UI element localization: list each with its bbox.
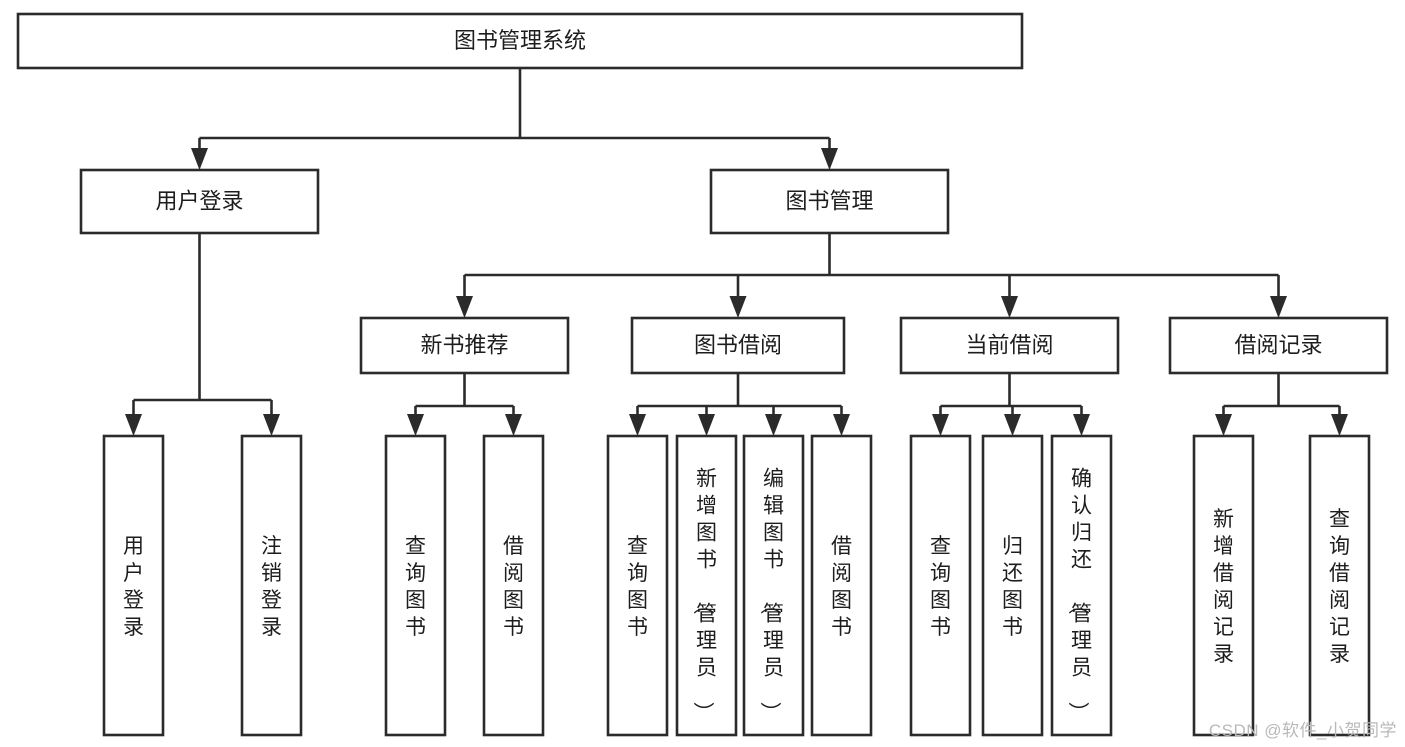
node-box [482, 434, 545, 737]
node-label: 用户登录 [123, 535, 144, 639]
node-borrow[interactable]: 图书借阅 [630, 316, 846, 375]
node-label: 借阅图书 [503, 535, 524, 639]
node-box [102, 434, 165, 737]
node-label: 图书管理系统 [454, 28, 586, 53]
arrow-head-icon [729, 296, 747, 318]
node-box [240, 434, 303, 737]
node-box [909, 434, 972, 737]
arrow-head-icon [1331, 414, 1348, 436]
node-box [810, 434, 873, 737]
node-label: 新书推荐 [420, 332, 508, 357]
node-leaf-user-logout[interactable]: 注销登录 [240, 434, 303, 737]
node-box [384, 434, 447, 737]
node-box [630, 316, 846, 375]
node-layer: 图书管理系统用户登录图书管理新书推荐图书借阅当前借阅借阅记录用户登录注销登录查询… [16, 12, 1389, 737]
node-box [675, 434, 738, 737]
connector-layer [125, 68, 1348, 436]
node-box [981, 434, 1044, 737]
node-box [79, 168, 320, 235]
arrow-head-icon [821, 148, 838, 170]
arrow-head-icon [263, 414, 280, 436]
node-box [1168, 316, 1389, 375]
node-label: 编辑图书（管理员） [758, 468, 784, 723]
node-label: 新增借阅记录 [1213, 508, 1234, 666]
arrow-head-icon [1073, 414, 1090, 436]
node-leaf-borrow-book-1[interactable]: 借阅图书 [482, 434, 545, 737]
node-label: 图书借阅 [694, 332, 782, 357]
node-record[interactable]: 借阅记录 [1168, 316, 1389, 375]
node-label: 图书管理 [785, 188, 873, 213]
node-box [1192, 434, 1255, 737]
node-label: 用户登录 [155, 188, 243, 213]
node-leaf-return-book[interactable]: 归还图书 [981, 434, 1044, 737]
node-label: 新增图书（管理员） [691, 468, 717, 723]
connector-group [1215, 373, 1348, 436]
node-login[interactable]: 用户登录 [79, 168, 320, 235]
connector-group [407, 373, 522, 436]
arrow-head-icon [1270, 296, 1287, 318]
arrow-head-icon [1215, 414, 1232, 436]
node-label: 借阅记录 [1234, 332, 1322, 357]
arrow-head-icon [1001, 296, 1018, 318]
node-label: 归还图书 [1002, 535, 1023, 639]
node-current[interactable]: 当前借阅 [899, 316, 1120, 375]
node-box [359, 316, 570, 375]
node-newbook[interactable]: 新书推荐 [359, 316, 570, 375]
connector-group [191, 68, 838, 170]
arrow-head-icon [191, 148, 208, 170]
node-label: 查询图书 [930, 535, 951, 639]
node-box [606, 434, 669, 737]
node-box [742, 434, 805, 737]
node-leaf-query-book-2[interactable]: 查询图书 [606, 434, 669, 737]
arrow-head-icon [1004, 414, 1021, 436]
node-root[interactable]: 图书管理系统 [16, 12, 1024, 70]
arrow-head-icon [125, 414, 142, 436]
node-label: 当前借阅 [965, 332, 1053, 357]
arrow-head-icon [407, 414, 424, 436]
arrow-head-icon [932, 414, 949, 436]
arrow-head-icon [505, 414, 522, 436]
node-label: 确认归还（管理员） [1066, 468, 1092, 723]
node-leaf-confirm-ret[interactable]: 确认归还（管理员） [1050, 434, 1113, 737]
node-leaf-query-book-1[interactable]: 查询图书 [384, 434, 447, 737]
node-leaf-query-book-3[interactable]: 查询图书 [909, 434, 972, 737]
node-leaf-add-book[interactable]: 新增图书（管理员） [675, 434, 738, 737]
node-leaf-edit-book[interactable]: 编辑图书（管理员） [742, 434, 805, 737]
node-box [16, 12, 1024, 70]
arrow-head-icon [698, 414, 715, 436]
node-leaf-query-record[interactable]: 查询借阅记录 [1308, 434, 1371, 737]
connector-group [932, 373, 1090, 436]
node-label: 查询借阅记录 [1329, 508, 1350, 666]
arrow-head-icon [629, 414, 646, 436]
connector-group [456, 233, 1287, 318]
node-leaf-borrow-book-2[interactable]: 借阅图书 [810, 434, 873, 737]
arrow-head-icon [456, 296, 473, 318]
node-box [709, 168, 950, 235]
arrow-head-icon [765, 414, 782, 436]
node-box [1050, 434, 1113, 737]
arrow-head-icon [833, 414, 850, 436]
connector-group [629, 373, 850, 436]
node-box [1308, 434, 1371, 737]
node-leaf-user-login[interactable]: 用户登录 [102, 434, 165, 737]
node-label: 注销登录 [261, 535, 282, 639]
node-bookmgmt[interactable]: 图书管理 [709, 168, 950, 235]
watermark-label: CSDN @软件_小贺同学 [1208, 721, 1397, 740]
node-label: 查询图书 [627, 535, 648, 639]
connector-group [125, 233, 280, 436]
node-box [899, 316, 1120, 375]
node-label: 查询图书 [405, 535, 426, 639]
node-leaf-add-record[interactable]: 新增借阅记录 [1192, 434, 1255, 737]
node-label: 借阅图书 [831, 535, 852, 639]
